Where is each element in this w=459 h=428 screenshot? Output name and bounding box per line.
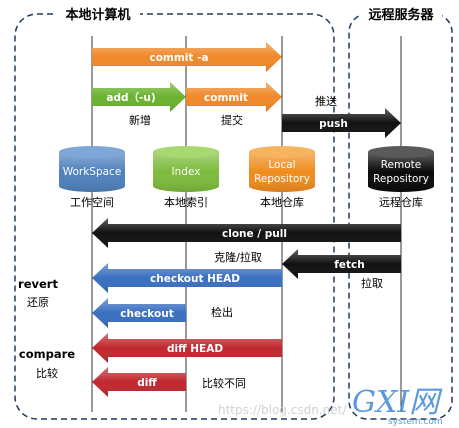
remote-region-title: 远程服务器 bbox=[368, 7, 434, 23]
fetch-arrow: fetch bbox=[282, 249, 401, 279]
workspace-repo-shine bbox=[59, 152, 125, 192]
fetch-caption: 拉取 bbox=[361, 276, 383, 290]
remote-repo-top bbox=[368, 146, 434, 158]
commit-arrow-label: commit bbox=[204, 92, 248, 104]
fetch-arrow-shine bbox=[282, 249, 401, 279]
checkout-arrow-label: checkout bbox=[120, 308, 173, 320]
checkout-caption: 检出 bbox=[211, 305, 233, 319]
clone-pull-caption: 克隆/拉取 bbox=[214, 250, 262, 264]
add-arrow-label: add（-u) bbox=[106, 91, 155, 104]
workspace-repo-caption: 工作空间 bbox=[70, 195, 114, 209]
compare-cn-label: 比较 bbox=[36, 366, 58, 380]
compare-label: compare bbox=[19, 347, 75, 361]
clone-pull-arrow-label: clone / pull bbox=[222, 228, 287, 240]
index-repo-top bbox=[153, 146, 219, 158]
commit-arrow: commit bbox=[186, 82, 282, 112]
watermark-url: https://blog.csdn.net/ bbox=[218, 403, 347, 417]
revert-label: revert bbox=[18, 277, 58, 291]
remote-repo-caption: 远程仓库 bbox=[379, 195, 423, 209]
local-region-title: 本地计算机 bbox=[65, 7, 130, 23]
workspace-repo-top bbox=[59, 146, 125, 158]
workspace-repo-label: WorkSpace bbox=[63, 166, 122, 178]
logo-site: system.com bbox=[388, 417, 443, 427]
index-repo: Index bbox=[153, 146, 219, 192]
checkout-head-arrow-shine bbox=[92, 263, 282, 293]
commit-arrow-shine bbox=[186, 82, 282, 112]
diff-arrow-label: diff bbox=[137, 377, 157, 389]
index-repo-caption: 本地索引 bbox=[164, 195, 208, 209]
local-repo-caption: 本地仓库 bbox=[260, 195, 304, 209]
remote-repo-shine bbox=[368, 152, 434, 192]
commit-a-arrow-label: commit -a bbox=[149, 52, 208, 64]
local-repo-label: Repository bbox=[254, 173, 310, 185]
add-arrow-shine bbox=[92, 82, 186, 112]
remote-repo-label: Remote bbox=[381, 159, 422, 171]
logo-text: GXI网 bbox=[352, 385, 443, 420]
revert-cn-label: 还原 bbox=[27, 296, 49, 309]
diff-arrow-shine bbox=[92, 367, 186, 397]
checkout-arrow-shine bbox=[92, 298, 186, 328]
push-arrow-label: push bbox=[319, 118, 348, 130]
diff-head-arrow-shine bbox=[92, 333, 282, 363]
add-arrow: add（-u) bbox=[92, 82, 186, 112]
index-repo-shine bbox=[153, 152, 219, 192]
commit-caption: 提交 bbox=[221, 113, 243, 127]
arrows-layer: commit -a add（-u) commit push clone / pull fe… bbox=[92, 42, 401, 397]
push-arrow: push bbox=[282, 108, 401, 138]
diff-caption: 比较不同 bbox=[202, 376, 246, 390]
diff-head-arrow: diff HEAD bbox=[92, 333, 282, 363]
local-repo-label: Local bbox=[268, 159, 295, 171]
push-caption: 推送 bbox=[315, 94, 337, 108]
checkout-head-arrow: checkout HEAD bbox=[92, 263, 282, 293]
clone-pull-arrow: clone / pull bbox=[92, 218, 401, 248]
diff-arrow: diff bbox=[92, 367, 186, 397]
site-logo: GXI网 system.com bbox=[352, 385, 443, 427]
fetch-arrow-label: fetch bbox=[334, 259, 364, 271]
push-arrow-shine bbox=[282, 108, 401, 138]
local-repo-top bbox=[249, 146, 315, 158]
checkout-head-arrow-label: checkout HEAD bbox=[150, 273, 240, 285]
workspace-repo: WorkSpace bbox=[59, 146, 125, 192]
remote-repo-label: Repository bbox=[373, 173, 429, 185]
index-repo-label: Index bbox=[172, 166, 201, 178]
clone-pull-arrow-shine bbox=[92, 218, 401, 248]
local-repo-shine bbox=[249, 152, 315, 192]
add-caption: 新增 bbox=[129, 113, 151, 127]
diff-head-arrow-label: diff HEAD bbox=[167, 343, 223, 355]
commit-a-arrow: commit -a bbox=[92, 42, 282, 72]
local-computer-region bbox=[14, 13, 335, 420]
commit-a-arrow-shine bbox=[92, 42, 282, 72]
checkout-arrow: checkout bbox=[92, 298, 186, 328]
